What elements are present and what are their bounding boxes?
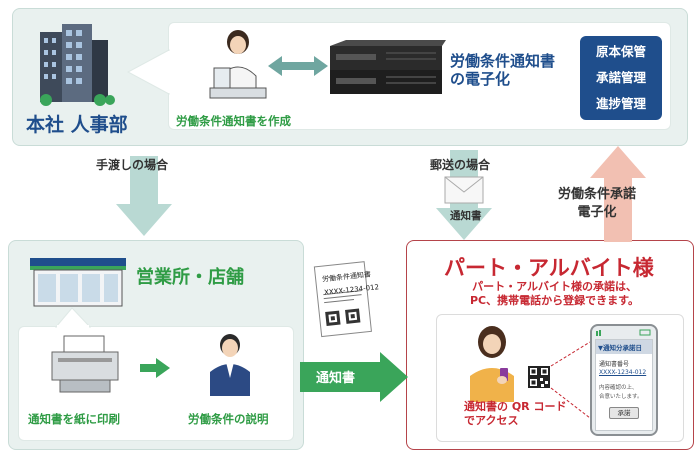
part-title: パート・アルバイト様 <box>444 256 654 280</box>
phone-screen: ▼通知分承諾日 通知書番号 XXXX-1234-012 内容確認の上、 合意いた… <box>595 339 653 431</box>
create-caption: 労働条件通知書を作成 <box>176 114 291 128</box>
server-icon <box>330 40 446 94</box>
management-box: 原本保管 承諾管理 進捗管理 <box>580 36 662 120</box>
notice-arrow <box>300 352 408 402</box>
mail-label: 郵送の場合 <box>430 158 491 172</box>
management-item-storage: 原本保管 <box>595 44 646 59</box>
sync-double-arrow <box>268 56 328 76</box>
management-item-approval: 承諾管理 <box>595 70 646 85</box>
store-staff-icon <box>210 334 250 396</box>
hr-worker-icon <box>209 30 267 99</box>
notice-document-icon <box>313 261 372 338</box>
management-item-progress: 進捗管理 <box>595 96 646 111</box>
handover-arrow <box>116 156 172 236</box>
hq-title: 本社 人事部 <box>26 114 128 136</box>
phone-confirm-line-2: 合意いたします。 <box>599 394 643 400</box>
phone-number-link[interactable]: XXXX-1234-012 <box>599 369 647 376</box>
phone-number-label: 通知書番号 <box>599 361 630 368</box>
explain-caption: 労働条件の説明 <box>188 412 269 426</box>
digital-consent-line-2: 電子化 <box>577 205 617 220</box>
qr-caption-line-1: 通知書の QR コード <box>464 400 567 413</box>
store-step-arrow <box>140 358 170 378</box>
signal-icon <box>596 329 651 336</box>
part-timer-icon <box>470 326 514 402</box>
phone-approve-button[interactable]: 承諾 <box>609 407 639 419</box>
store-building-icon <box>30 258 126 307</box>
qr-code-icon <box>528 366 550 388</box>
part-desc-line-2: PC、携帯電話から登録できます。 <box>470 294 640 307</box>
digital-consent-arrow <box>590 146 646 242</box>
handover-label: 手渡しの場合 <box>96 158 169 172</box>
digital-consent-line-1: 労働条件承諾 <box>558 187 637 202</box>
printer-icon <box>51 335 119 393</box>
mobile-phone: ▼通知分承諾日 通知書番号 XXXX-1234-012 内容確認の上、 合意いた… <box>590 324 658 436</box>
print-caption: 通知書を紙に印刷 <box>28 412 120 426</box>
store-title: 営業所・店舗 <box>136 267 244 288</box>
digital-consent-label: 労働条件承諾 電子化 <box>558 186 636 222</box>
digitize-line-2: の電子化 <box>450 70 511 88</box>
phone-status-bar <box>596 329 652 336</box>
qr-caption: 通知書の QR コード でアクセス <box>464 400 566 428</box>
part-description: パート・アルバイト様の承諾は、 PC、携帯電話から登録できます。 <box>470 280 639 308</box>
part-desc-line-1: パート・アルバイト様の承諾は、 <box>472 280 637 293</box>
qr-caption-line-2: でアクセス <box>464 414 519 427</box>
envelope-caption: 通知書 <box>450 210 482 222</box>
office-building-icon <box>40 24 115 106</box>
envelope-icon <box>444 176 484 204</box>
phone-confirm-line-1: 内容確認の上、 <box>599 385 638 391</box>
notice-arrow-label: 通知書 <box>316 371 356 386</box>
digitize-label: 労働条件通知書 の電子化 <box>450 52 555 88</box>
phone-header: ▼通知分承諾日 <box>596 340 652 354</box>
digitize-line-1: 労働条件通知書 <box>450 52 556 70</box>
